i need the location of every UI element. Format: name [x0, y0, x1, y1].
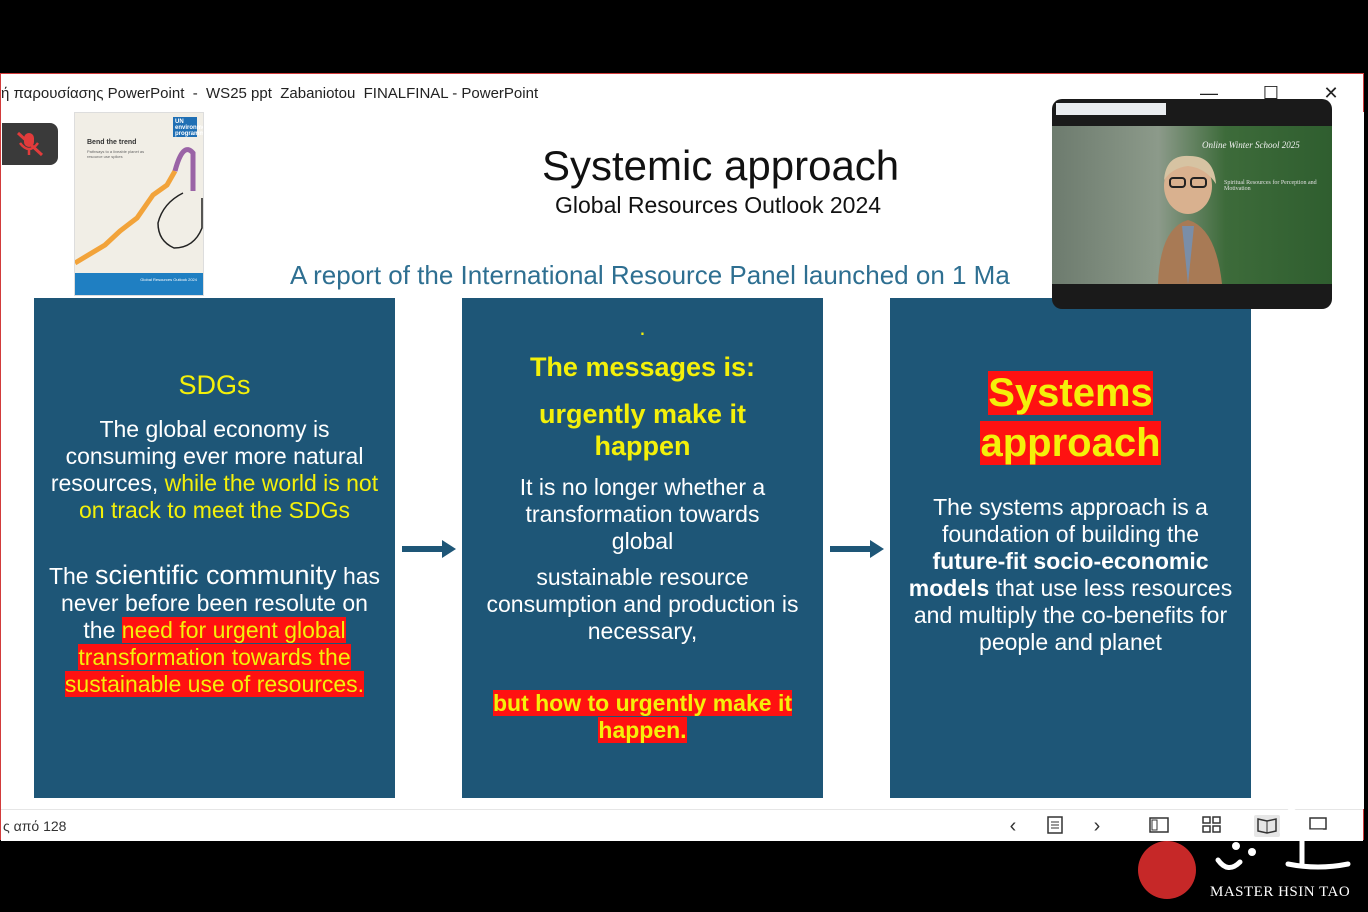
systems-text: The systems approach is a foundation of …: [890, 494, 1251, 656]
un-badge: UN environment programme: [173, 117, 203, 137]
systems-text-1: The systems approach is a foundation of …: [933, 494, 1208, 547]
messages-heading: The messages is:: [529, 352, 756, 382]
arrow-right-icon: [402, 540, 456, 558]
normal-view-button[interactable]: [1148, 815, 1170, 837]
logo-seal: [1138, 841, 1196, 899]
systems-box: Systems approach The systems approach is…: [890, 298, 1251, 798]
sdgs-text-b-highlight: need for urgent global transformation to…: [64, 617, 365, 697]
master-hsin-tao-logo: MASTER HSIN TAO: [1138, 800, 1368, 912]
video-caption: Online Winter School 2025: [1202, 140, 1300, 150]
video-feed: Online Winter School 2025 Spiritual Reso…: [1052, 126, 1332, 284]
messages-highlight-text: but how to urgently make it happen.: [492, 690, 792, 743]
slide-sorter-button[interactable]: [1201, 815, 1223, 837]
systems-heading-text: Systems approach: [980, 371, 1161, 465]
minimize-button[interactable]: —: [1200, 83, 1218, 103]
maximize-button[interactable]: ☐: [1262, 83, 1280, 103]
slide-sorter-icon: [1202, 816, 1221, 833]
sdgs-text-a-yellow: while the world is not on track to meet …: [78, 470, 379, 523]
report-cover-image: UN environment programme Bend the trend …: [74, 112, 204, 296]
messages-dot: .: [639, 314, 646, 340]
slide-canvas: UN environment programme Bend the trend …: [2, 112, 1364, 809]
systems-heading: Systems approach: [890, 368, 1251, 468]
calligraphy-mark: [1215, 805, 1351, 870]
slide-subtitle: Global Resources Outlook 2024: [555, 192, 882, 218]
cover-footer: Global Resources Outlook 2024: [75, 273, 203, 295]
title-bar: ή παρουσίασης PowerPoint - WS25 ppt Zaba…: [1, 74, 1363, 112]
mic-off-icon: [16, 131, 44, 157]
sdgs-text-b-3: has never before been resolute on the: [61, 563, 381, 643]
messages-subheading: urgently make it happen: [538, 399, 747, 461]
speaker-silhouette: [1158, 155, 1222, 284]
reading-view-button[interactable]: [1254, 815, 1280, 837]
messages-text-a: It is no longer whether a transformation…: [519, 474, 766, 554]
cover-subtitle: Pathways to a liveable planet as resourc…: [87, 149, 145, 159]
sdgs-text-a: The global economy is consuming ever mor…: [34, 416, 395, 524]
messages-text-b: sustainable resource consumption and pro…: [486, 564, 799, 644]
sdgs-text-b-2: scientific community: [94, 560, 337, 590]
cover-title: Bend the trend: [87, 139, 137, 146]
window-title: ή παρουσίασης PowerPoint - WS25 ppt Zaba…: [1, 85, 539, 102]
next-slide-button[interactable]: ›: [1093, 815, 1101, 837]
previous-slide-button[interactable]: ‹: [1009, 815, 1017, 837]
mic-muted-indicator: [2, 123, 58, 165]
slide-counter: ς από 128: [3, 818, 67, 834]
close-button[interactable]: ✕: [1323, 83, 1339, 103]
cover-footer-text: Global Resources Outlook 2024: [140, 277, 197, 282]
notes-icon: [1047, 816, 1063, 834]
status-bar: ς από 128 ‹ ›: [1, 809, 1363, 841]
sdgs-box: SDGs The global economy is consuming eve…: [34, 298, 395, 798]
notes-button[interactable]: [1044, 815, 1066, 837]
sdgs-heading: SDGs: [178, 370, 251, 400]
systems-text-bold: future-fit socio-economic models: [908, 548, 1209, 601]
sdgs-text-a-plain: The global economy is consuming ever mor…: [50, 416, 364, 496]
video-header-logos: [1056, 103, 1166, 115]
slide-title: Systemic approach: [542, 142, 900, 189]
sdgs-text-b: The scientific community has never befor…: [34, 562, 395, 698]
video-caption-secondary: Spiritual Resources for Perception and M…: [1224, 180, 1317, 192]
messages-box: . The messages is: urgently make it happ…: [462, 298, 823, 798]
participant-video: Online Winter School 2025 Spiritual Reso…: [1052, 99, 1332, 309]
report-line: A report of the International Resource P…: [290, 260, 1010, 290]
messages-highlight: but how to urgently make it happen.: [462, 690, 823, 744]
arrow-right-icon: [830, 540, 884, 558]
sdgs-text-b-1: The: [48, 563, 95, 589]
systems-text-2: that use less resources and multiply the…: [913, 575, 1233, 655]
reading-view-icon: [1257, 818, 1277, 834]
normal-view-icon: [1149, 817, 1169, 833]
trend-line-graphic: [75, 147, 203, 266]
logo-text: MASTER HSIN TAO: [1210, 884, 1351, 900]
